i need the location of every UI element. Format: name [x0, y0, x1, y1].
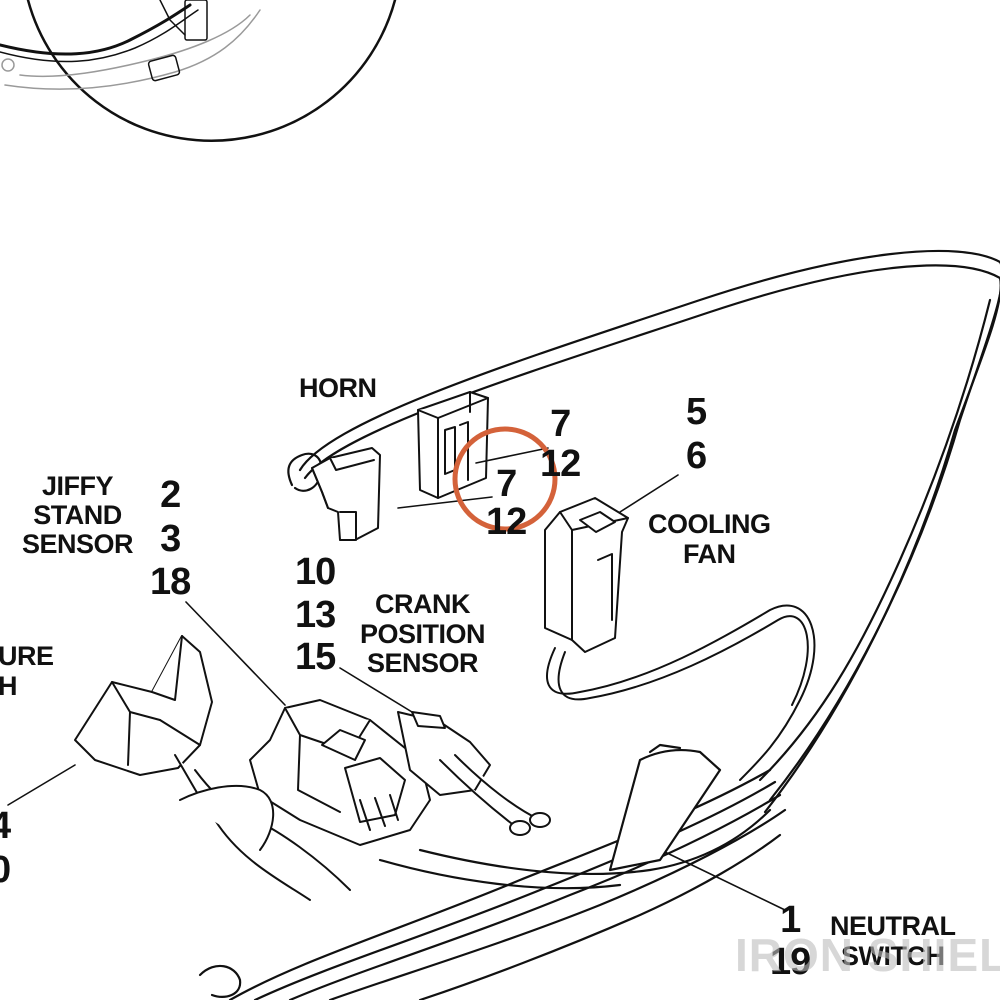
cooling-fan-label: COOLING FAN: [648, 509, 771, 569]
pressure-switch-connector: [74, 635, 351, 901]
pressure-switch-callout-numbers-partial: 4 0: [0, 805, 11, 892]
cooling-fan-connector: [544, 497, 629, 653]
horn-connector-right: [417, 391, 489, 499]
detail-inset-circle: [26, 0, 397, 142]
horn-label: HORN: [299, 373, 377, 403]
pressure-switch-label-partial: URE H: [0, 641, 54, 701]
crank-sensor-connector: [249, 699, 551, 846]
outer-harness-loop: [287, 249, 1000, 814]
jiffy-stand-sensor-label: JIFFY STAND SENSOR: [22, 471, 134, 560]
jiffy-stand-callout-numbers: 2 3 18: [150, 474, 191, 604]
cooling-fan-wires: [546, 604, 816, 781]
leader-lines: [7, 447, 786, 911]
watermark: IRON SHIELD: [735, 929, 1000, 981]
neutral-switch-label: NEUTRAL SWITCH: [830, 911, 956, 971]
crank-position-sensor-label: CRANK POSITION SENSOR: [360, 589, 486, 679]
cooling-fan-callout-numbers: 5 6: [686, 391, 707, 477]
detail-inset-harness: [0, 0, 261, 90]
crank-callout-numbers: 10 13 15: [295, 551, 336, 679]
horn-callout-numbers-b: 7 12: [486, 463, 527, 543]
neutral-switch-callout-numbers: 1 19: [770, 899, 811, 983]
highlight-ring: [452, 426, 558, 532]
horn-connector-left: [311, 447, 381, 541]
horn-callout-numbers-a: 7 12: [540, 403, 581, 485]
main-harness-trunk: [198, 743, 787, 1000]
